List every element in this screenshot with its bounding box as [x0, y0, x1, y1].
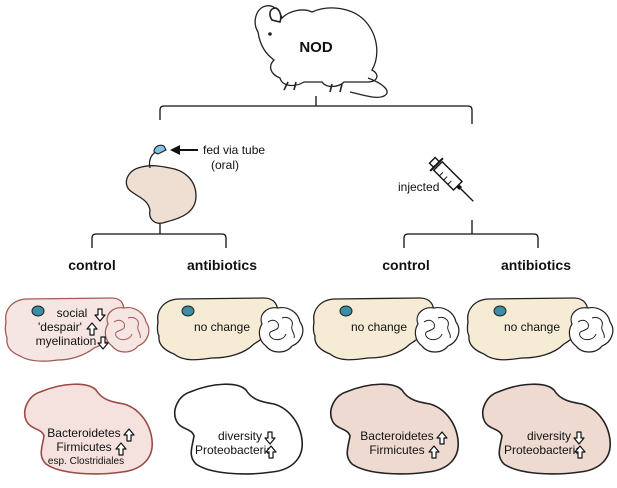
gut-effect-firmicutes: Firmicutes — [56, 440, 111, 454]
gut-injected-control — [330, 383, 459, 475]
brain-no-change-oral-antibiotics: no change — [194, 320, 250, 334]
gut-effect-proteobacteria: Proteobacteria — [195, 443, 273, 457]
mouse-strain-label: NOD — [299, 39, 333, 56]
brain-effect-myelination: myelination — [36, 334, 97, 348]
oral-route-label-line2: (oral) — [211, 158, 239, 172]
group-label-oral-antibiotics: antibiotics — [187, 257, 257, 273]
group-label-injected-antibiotics: antibiotics — [501, 257, 571, 273]
mouse-illustration — [254, 5, 388, 98]
oral-arrow — [170, 145, 198, 155]
brain-oral-antibiotics — [156, 297, 304, 361]
gut-effect-bacteroidetes: Bacteroidetes — [47, 426, 120, 440]
gut-effect-proteobacteria: Proteobacteria — [504, 443, 582, 457]
stomach-illustration — [125, 144, 197, 224]
gut-effect-diversity: diversity — [218, 429, 262, 443]
top-bracket — [159, 96, 473, 124]
oral-route-label-line1: fed via tube — [203, 143, 265, 157]
brain-oral-control — [4, 297, 150, 362]
gut-effect-bacteroidetes: Bacteroidetes — [360, 429, 433, 443]
brain-no-change-injected-antibiotics: no change — [504, 320, 560, 334]
gut-effect-clostridiales: esp. Clostridiales — [48, 456, 124, 467]
group-label-oral-control: control — [68, 257, 115, 273]
brain-injected-antibiotics — [466, 297, 614, 361]
injected-bracket — [403, 220, 539, 248]
syringe-icon — [428, 156, 474, 202]
brain-effect-despair: 'despair' — [38, 320, 82, 334]
gut-effect-firmicutes: Firmicutes — [369, 443, 424, 457]
group-label-injected-control: control — [382, 257, 429, 273]
oral-bracket — [91, 224, 227, 248]
brain-injected-control — [312, 297, 460, 361]
injected-route-label: injected — [398, 180, 439, 194]
brain-effect-social: social — [57, 306, 88, 320]
gut-effect-diversity: diversity — [527, 429, 571, 443]
brain-no-change-injected-control: no change — [351, 320, 407, 334]
